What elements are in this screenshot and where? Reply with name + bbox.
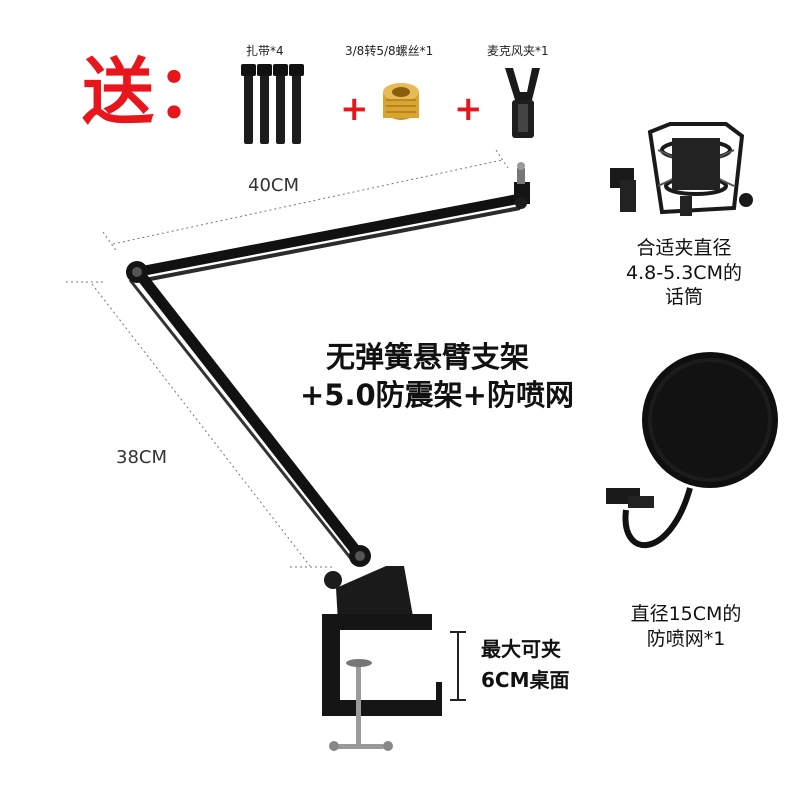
gift-screw-adapter-label: 3/8转5/8螺丝*1	[345, 44, 434, 58]
plus-sign-2: +	[454, 89, 483, 129]
pop-filter-caption-line-1: 直径15CM的	[630, 603, 742, 625]
cable-ties-icon	[241, 64, 304, 144]
headline-line-2: +5.0防震架+防喷网	[300, 378, 574, 413]
shock-mount-icon	[610, 122, 753, 216]
clamp-capacity-bracket	[450, 631, 466, 701]
product-headline: 无弹簧悬臂支架 +5.0防震架+防喷网	[300, 338, 620, 415]
pop-filter-caption-line-2: 防喷网*1	[646, 627, 726, 650]
clamp-capacity-line-1: 最大可夹	[481, 637, 561, 661]
lower-arm-length: 38CM	[116, 447, 168, 468]
gift-label: 送：	[82, 50, 231, 134]
mic-clip-icon	[505, 68, 540, 138]
clamp-capacity-line-2: 6CM桌面	[481, 668, 570, 692]
clamp-capacity-caption: 最大可夹 6CM桌面	[481, 634, 570, 696]
pop-filter-icon	[606, 352, 778, 549]
pop-filter-caption: 直径15CM的 防喷网*1	[596, 602, 776, 651]
upper-arm-length: 40CM	[248, 175, 300, 196]
brass-screw-adapter-icon	[383, 83, 419, 120]
dimension-guides	[66, 149, 509, 568]
shock-mount-caption: 合适夹直径 4.8-5.3CM的 话筒	[594, 236, 774, 310]
plus-sign-1: +	[340, 89, 369, 129]
shock-mount-caption-line-1: 合适夹直径	[636, 237, 732, 259]
boom-arm-icon	[126, 162, 530, 589]
shock-mount-caption-line-2: 4.8-5.3CM的	[626, 261, 742, 284]
desk-clamp-icon	[322, 566, 442, 751]
gift-mic-clip-label: 麦克风夹*1	[487, 44, 549, 58]
headline-line-1: 无弹簧悬臂支架	[326, 340, 530, 374]
gift-cable-ties-label: 扎带*4	[246, 44, 284, 58]
shock-mount-caption-line-3: 话筒	[664, 286, 703, 309]
